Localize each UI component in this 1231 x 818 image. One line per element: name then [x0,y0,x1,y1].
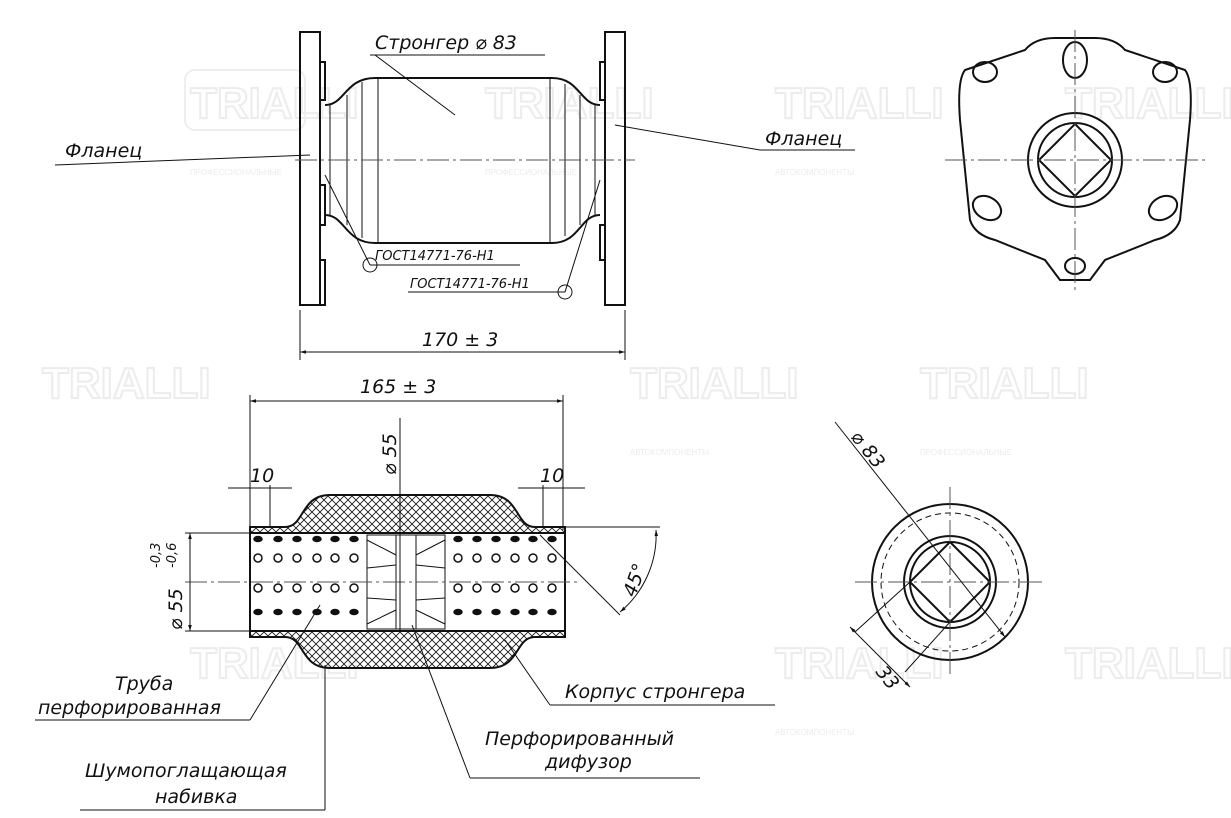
perforation-hole [330,553,340,563]
svg-text:Стронгер ⌀ 83: Стронгер ⌀ 83 [375,32,517,54]
watermarks: TRIALLI ПРОФЕССИОНАЛЬНЫЕ TRIALLI ПРОФЕССИО… [41,69,1231,737]
svg-text:TRIALLI: TRIALLI [775,79,944,128]
left-flange [299,31,321,306]
svg-text:набивка: набивка [155,786,237,808]
svg-text:⌀ 83: ⌀ 83 [846,427,889,473]
perforation-holes [253,535,557,616]
svg-text:Фланец: Фланец [765,128,842,150]
strongger-section-view: 165 ± 3 ⌀ 55 10 10 ⌀ 55 -0,3 -0,6 45° Тр… [35,376,775,811]
perforation-hole [528,608,538,616]
perforation-hole [510,608,520,616]
perforation-hole [547,535,557,543]
perforation-hole [528,535,538,543]
svg-text:Фланец: Фланец [65,140,142,162]
perforation-hole [292,583,302,593]
perforation-hole [273,608,283,616]
weld-symbol [557,284,573,300]
svg-text:TRIALLI: TRIALLI [775,639,944,688]
perforation-hole [312,535,322,543]
svg-text:Шумопоглащающая: Шумопоглащающая [85,760,287,782]
perforation-hole [510,535,520,543]
perforation-hole [453,608,463,616]
right-flange [604,31,626,306]
perforation-hole [547,553,557,563]
perforation-hole [349,553,359,563]
perforation-hole [510,553,520,563]
perforation-hole [273,553,283,563]
perforation-hole [547,608,557,616]
svg-text:ГОСТ14771-76-Н1: ГОСТ14771-76-Н1 [410,277,530,292]
sound-absorbing-fill-bottom [249,630,566,669]
svg-text:170 ± 3: 170 ± 3 [422,329,498,351]
perforation-hole [472,583,482,593]
svg-text:-0,3: -0,3 [149,543,164,568]
svg-text:10: 10 [540,465,564,487]
perforation-hole [349,583,359,593]
perforation-hole [253,535,263,543]
perforation-hole [528,583,538,593]
perforation-hole [547,583,557,593]
perforation-hole [453,535,463,543]
svg-text:Корпус стронгера: Корпус стронгера [565,681,745,703]
perforation-hole [491,553,501,563]
svg-text:⌀ 55: ⌀ 55 [165,588,187,630]
svg-text:АВТОКОМПОНЕНТЫ: АВТОКОМПОНЕНТЫ [775,168,854,177]
perforation-hole [472,535,482,543]
perforation-hole [312,553,322,563]
perforation-hole [472,553,482,563]
perforation-hole [330,535,340,543]
perforation-hole [253,583,263,593]
perforation-hole [330,608,340,616]
svg-text:TRIALLI: TRIALLI [1065,79,1231,128]
svg-text:ПРОФЕССИОНАЛЬНЫЕ: ПРОФЕССИОНАЛЬНЫЕ [190,168,282,177]
perforation-hole [253,553,263,563]
svg-text:TRIALLI: TRIALLI [485,79,654,128]
perforation-hole [349,535,359,543]
sound-absorbing-fill-top [249,494,566,534]
svg-text:165 ± 3: 165 ± 3 [360,376,436,398]
svg-text:⌀ 55: ⌀ 55 [379,433,401,475]
svg-text:TRIALLI: TRIALLI [920,359,1089,408]
svg-text:ПРОФЕССИОНАЛЬНЫЕ: ПРОФЕССИОНАЛЬНЫЕ [920,448,1012,457]
svg-text:ПРОФЕССИОНАЛЬНЫЕ: ПРОФЕССИОНАЛЬНЫЕ [485,168,577,177]
strongger-body [324,77,601,244]
svg-text:перфорированная: перфорированная [38,697,221,719]
perforation-hole [453,583,463,593]
perforation-hole [472,608,482,616]
svg-text:TRIALLI: TRIALLI [1065,639,1231,688]
flange-end-view [945,30,1205,290]
perforation-hole [312,583,322,593]
perforation-hole [253,608,263,616]
perforation-hole [453,553,463,563]
perforation-hole [273,535,283,543]
perforation-hole [491,608,501,616]
perforation-hole [510,583,520,593]
perforation-hole [292,553,302,563]
svg-text:10: 10 [250,465,274,487]
svg-text:-0,6: -0,6 [165,543,180,568]
svg-text:45°: 45° [619,561,651,600]
svg-text:TRIALLI: TRIALLI [42,359,211,408]
perforation-hole [491,535,501,543]
perforation-hole [292,608,302,616]
perforation-hole [330,583,340,593]
svg-text:АВТОКОМПОНЕНТЫ: АВТОКОМПОНЕНТЫ [630,448,709,457]
svg-text:дифузор: дифузор [544,751,632,773]
perforation-hole [528,553,538,563]
perforation-hole [292,535,302,543]
svg-text:Труба: Труба [115,673,173,695]
svg-text:АВТОКОМПОНЕНТЫ: АВТОКОМПОНЕНТЫ [775,728,854,737]
perforation-hole [273,583,283,593]
svg-text:ГОСТ14771-76-Н1: ГОСТ14771-76-Н1 [375,249,495,264]
svg-text:TRIALLI: TRIALLI [630,359,799,408]
strongger-side-view: 170 ± 3 Стронгер ⌀ 83 Фланец Фланец ГОСТ… [54,31,855,360]
perforation-hole [491,583,501,593]
svg-text:Перфорированный: Перфорированный [485,728,674,750]
perforation-hole [349,608,359,616]
weld-symbol [362,257,378,273]
